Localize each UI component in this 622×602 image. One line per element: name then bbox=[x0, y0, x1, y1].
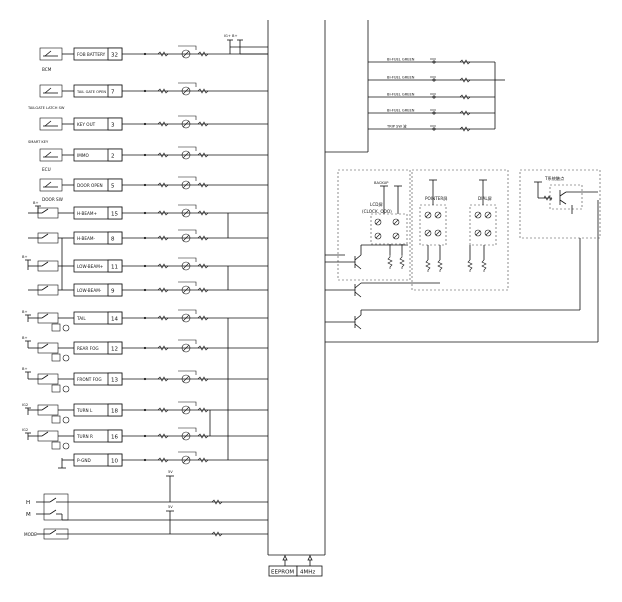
input-label: LOW-BEAM+ bbox=[77, 264, 104, 269]
input-row: H-BEAM- 8 bbox=[28, 229, 268, 245]
left-supplies: B+ B+ B+ B+ B+ IG2 IG2 bbox=[22, 201, 66, 469]
input-label: H-BEAM- bbox=[77, 236, 96, 241]
input-label: TURN L bbox=[76, 408, 93, 413]
svg-text:IG2: IG2 bbox=[22, 428, 28, 432]
switch-h-label: H bbox=[26, 500, 30, 506]
input-row: FRONT FOG 13 bbox=[28, 370, 268, 393]
lcd-subtitle: (CLOCK, ODO) bbox=[362, 209, 392, 214]
input-pin: 15 bbox=[111, 212, 118, 218]
svg-text:B+: B+ bbox=[22, 367, 27, 371]
input-pin: 2 bbox=[111, 154, 115, 160]
lcd-block: LCD屏 (CLOCK, ODO) BACKUP bbox=[337, 169, 411, 281]
input-label: TAIL bbox=[76, 316, 86, 321]
input-label: FOB BATTERY bbox=[77, 52, 106, 57]
pointer-block: POINTER屏 DIAL屏 bbox=[411, 169, 509, 291]
dial-title: DIAL屏 bbox=[478, 196, 492, 202]
input-pin: 18 bbox=[111, 409, 118, 415]
bottom-switch-area: H M MODE 5V 5V bbox=[24, 470, 268, 540]
input-pin: 9 bbox=[111, 289, 115, 295]
input-label: LOW-BEAM- bbox=[77, 288, 102, 293]
input-pin: 5 bbox=[111, 184, 115, 190]
output-label: TRIP SW 波 bbox=[386, 124, 407, 129]
input-label: REAR FOG bbox=[77, 346, 99, 351]
clock-chip bbox=[296, 565, 323, 577]
svg-text:B+: B+ bbox=[22, 310, 27, 314]
output-row: BI-FUEL GREEN bbox=[368, 58, 495, 65]
right-output-rows: BI-FUEL GREEN BI-FUEL GREEN BI-FUEL GREEN B… bbox=[368, 58, 505, 132]
device-label: ECU bbox=[42, 167, 51, 172]
output-row: BI-FUEL GREEN bbox=[368, 76, 495, 83]
input-label: TURN R bbox=[76, 434, 93, 439]
device-label: DOOR SW bbox=[42, 197, 63, 202]
input-pin: 10 bbox=[111, 459, 118, 465]
input-row: TURN L 18 bbox=[28, 401, 268, 424]
device-label: BCM bbox=[42, 67, 52, 72]
input-pin: 12 bbox=[111, 347, 118, 353]
pointer-title: POINTER屏 bbox=[425, 196, 448, 202]
right-block-title: T系统触点 bbox=[544, 175, 564, 182]
input-label: DOOR OPEN bbox=[77, 183, 103, 188]
input-pin: 13 bbox=[111, 378, 118, 384]
input-label: FRONT FOG bbox=[77, 377, 102, 382]
v5-label-2: 5V bbox=[168, 505, 173, 509]
svg-text:B+: B+ bbox=[22, 255, 27, 259]
input-label: IMMO bbox=[77, 153, 89, 158]
input-label: TAIL GATE OPEN bbox=[76, 90, 106, 94]
input-pin: 7 bbox=[111, 90, 115, 96]
input-row: LOW-BEAM- 9 bbox=[28, 281, 268, 297]
input-row: TAIL 14 bbox=[28, 309, 268, 332]
output-row: BI-FUEL GREEN bbox=[368, 109, 495, 116]
lcd-supply-label: BACKUP bbox=[374, 181, 389, 185]
output-row: BI-FUEL GREEN bbox=[368, 93, 495, 100]
input-row: REAR FOG 12 bbox=[28, 339, 268, 362]
input-pin: 11 bbox=[111, 265, 118, 271]
input-label: KEY OUT bbox=[77, 122, 96, 127]
input-pin: 8 bbox=[111, 237, 115, 243]
switch-mode-label: MODE bbox=[24, 532, 37, 537]
svg-text:IG2: IG2 bbox=[22, 403, 28, 407]
switch-m-label: M bbox=[26, 512, 31, 518]
v5-label-1: 5V bbox=[168, 470, 173, 474]
device-label: TAILGATE LATCH SW bbox=[27, 106, 65, 110]
input-label: P-GND bbox=[77, 458, 91, 463]
input-row: LOW-BEAM+ 11 bbox=[28, 257, 268, 273]
input-pin: 16 bbox=[111, 435, 118, 441]
output-label: BI-FUEL GREEN bbox=[387, 109, 415, 113]
lcd-title: LCD屏 bbox=[370, 202, 383, 208]
supply-ig-b-label: IG+ B+ bbox=[224, 34, 237, 38]
right-circuit-detail bbox=[325, 179, 599, 343]
input-pin: 3 bbox=[111, 123, 115, 129]
input-row: P-GND 10 bbox=[62, 451, 268, 467]
input-pin: 14 bbox=[111, 317, 118, 323]
device-label: SMART KEY bbox=[28, 140, 49, 144]
output-row: TRIP SW 波 bbox=[368, 124, 495, 132]
output-label: BI-FUEL GREEN bbox=[387, 58, 415, 62]
svg-text:B+: B+ bbox=[33, 201, 38, 205]
svg-text:B+: B+ bbox=[22, 336, 27, 340]
input-label: H-BEAM+ bbox=[77, 211, 98, 216]
input-row: H-BEAM+ 15 bbox=[28, 204, 268, 220]
input-pin: 32 bbox=[111, 53, 118, 59]
output-label: BI-FUEL GREEN bbox=[387, 93, 415, 97]
eeprom-label: EEPROM bbox=[271, 570, 294, 576]
input-row: TURN R 16 bbox=[28, 427, 268, 450]
output-label: BI-FUEL GREEN bbox=[387, 76, 415, 80]
right-block: T系统触点 bbox=[519, 169, 601, 239]
clock-label: 4MHz bbox=[300, 570, 315, 576]
